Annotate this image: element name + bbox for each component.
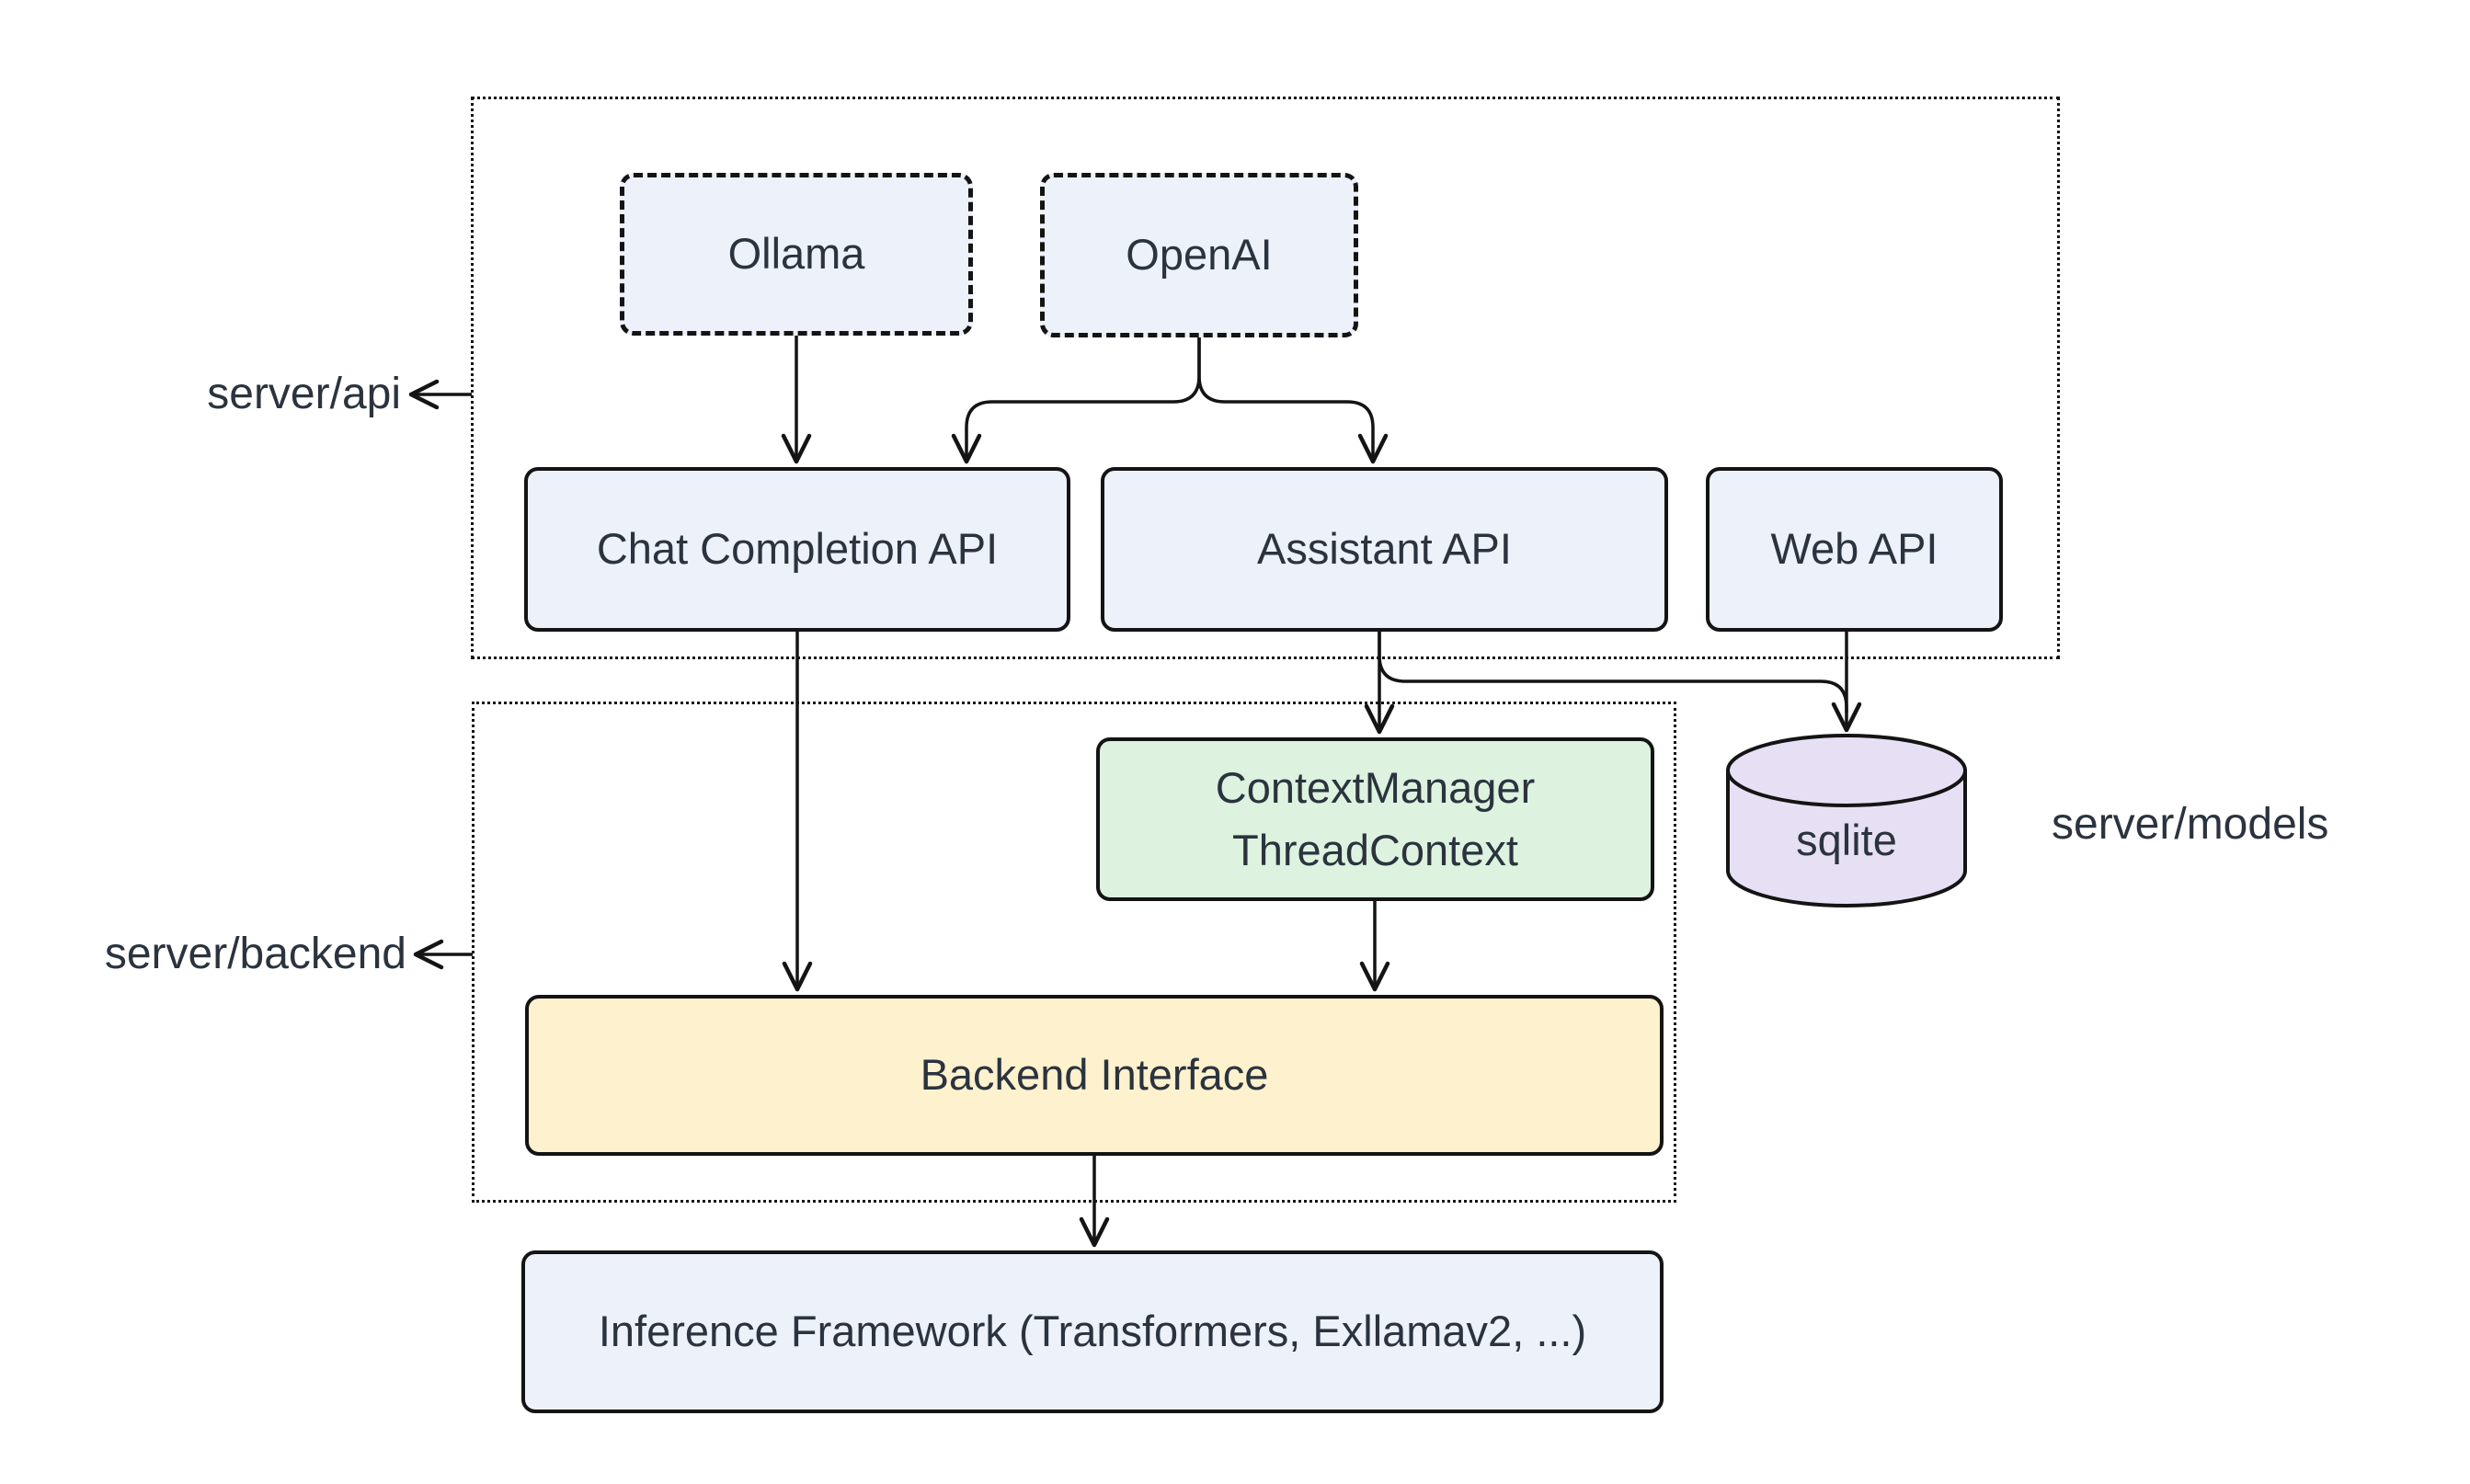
node-chat-completion-api-label: Chat Completion API bbox=[596, 524, 999, 574]
edge-assistant-to-sqlite bbox=[1378, 632, 1848, 713]
label-server-models: server/models bbox=[2052, 800, 2329, 849]
node-openai: OpenAI bbox=[1040, 173, 1358, 337]
node-web-api: Web API bbox=[1706, 467, 2003, 632]
node-context-manager-line2: ThreadContext bbox=[1232, 826, 1518, 874]
node-backend-interface: Backend Interface bbox=[525, 995, 1664, 1156]
node-assistant-api-label: Assistant API bbox=[1257, 524, 1512, 574]
node-web-api-label: Web API bbox=[1770, 524, 1938, 574]
sqlite-cylinder bbox=[1726, 734, 1967, 908]
label-server-api: server/api bbox=[207, 370, 401, 418]
container-server-backend bbox=[472, 702, 1676, 1203]
node-ollama-label: Ollama bbox=[727, 229, 865, 279]
node-openai-label: OpenAI bbox=[1126, 230, 1273, 280]
node-context-manager: ContextManager ThreadContext bbox=[1096, 737, 1654, 901]
node-backend-interface-label: Backend Interface bbox=[920, 1050, 1269, 1100]
node-sqlite-label: sqlite bbox=[1796, 816, 1897, 864]
label-server-backend: server/backend bbox=[104, 930, 406, 978]
node-assistant-api: Assistant API bbox=[1101, 467, 1668, 632]
edge-openai-to-chat bbox=[951, 337, 1201, 464]
node-inference-framework-label: Inference Framework (Transformers, Exlla… bbox=[598, 1307, 1587, 1356]
edge-openai-to-assistant bbox=[1197, 337, 1389, 464]
node-context-manager-line1: ContextManager bbox=[1215, 762, 1536, 812]
node-ollama: Ollama bbox=[620, 173, 973, 336]
container-server-api bbox=[471, 97, 2060, 659]
node-chat-completion-api: Chat Completion API bbox=[524, 467, 1070, 632]
node-inference-framework: Inference Framework (Transformers, Exlla… bbox=[521, 1250, 1664, 1413]
